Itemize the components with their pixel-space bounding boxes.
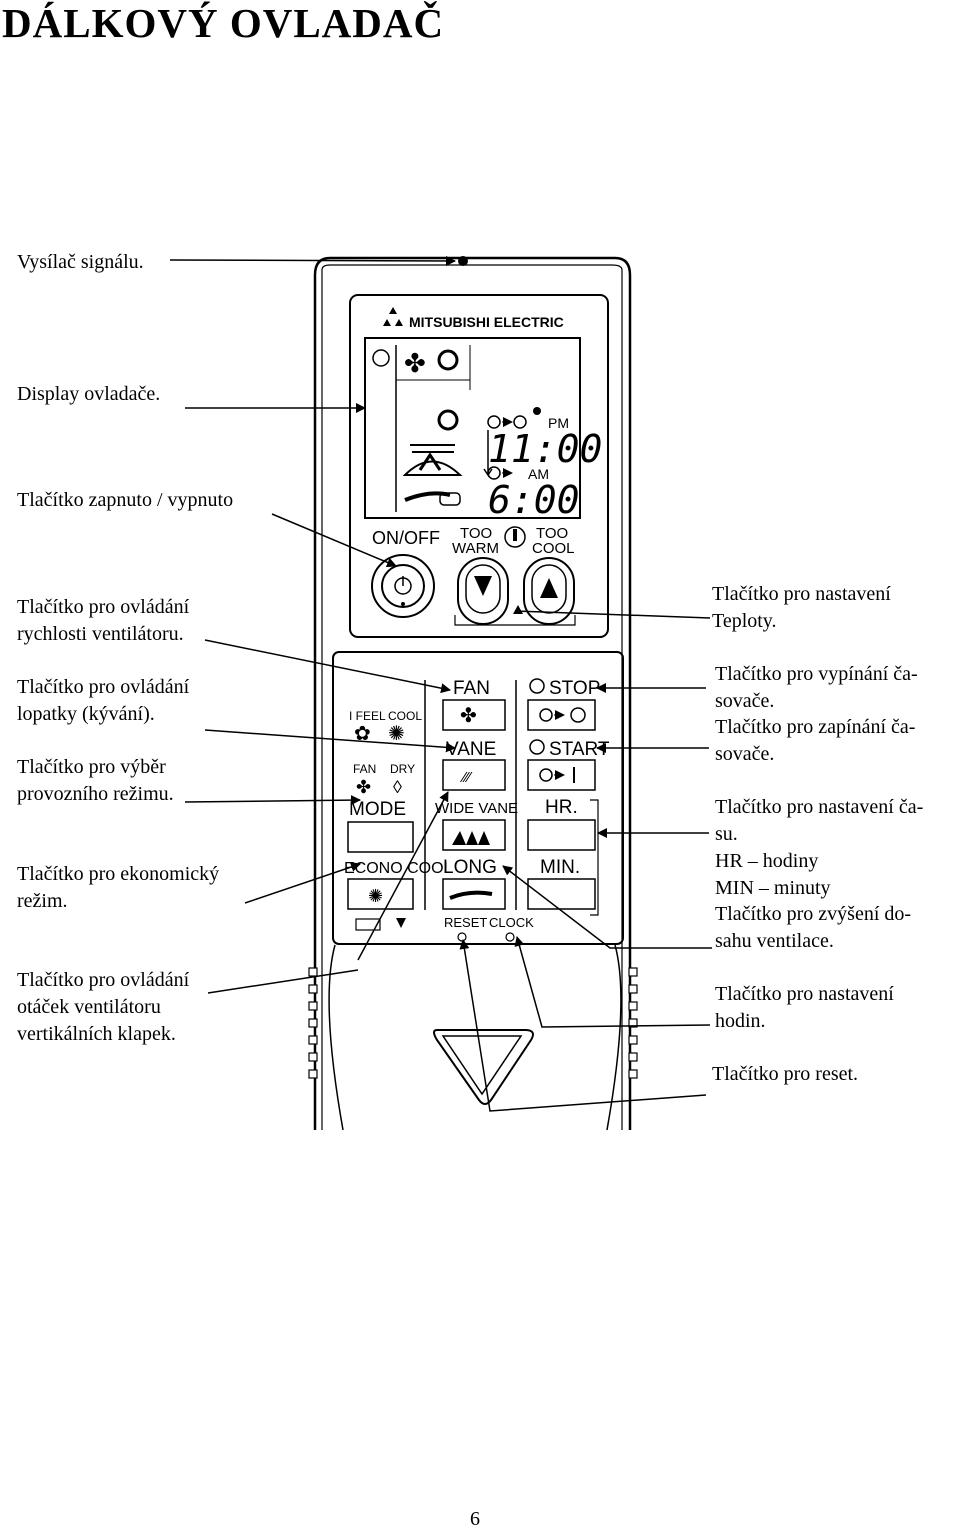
- svg-text:MIN.: MIN.: [540, 857, 580, 878]
- svg-text:◊: ◊: [393, 777, 402, 797]
- page-number: 6: [470, 1508, 480, 1530]
- svg-text:FAN: FAN: [353, 762, 376, 776]
- svg-text:CLOCK: CLOCK: [489, 915, 534, 930]
- svg-text:⁄⁄⁄: ⁄⁄⁄: [459, 769, 473, 786]
- svg-text:COOL: COOL: [388, 709, 422, 723]
- page-title: DÁLKOVÝ OVLADAČ: [2, 0, 445, 46]
- svg-text:✤: ✤: [356, 777, 371, 797]
- svg-text:ECONO COOL: ECONO COOL: [344, 860, 453, 877]
- label-on-off: Tlačítko zapnuto / vypnuto: [17, 489, 234, 511]
- svg-text:COOL: COOL: [532, 540, 575, 557]
- svg-text:✿: ✿: [354, 723, 371, 745]
- svg-text:✤: ✤: [460, 705, 477, 727]
- temp-down-button[interactable]: [457, 557, 509, 625]
- svg-text:MODE: MODE: [349, 799, 406, 820]
- svg-text:STOP: STOP: [549, 678, 600, 699]
- remote-body: [313, 256, 632, 1131]
- svg-text:WARM: WARM: [452, 540, 499, 557]
- svg-text:RESET: RESET: [444, 915, 487, 930]
- label-timer-stop: Tlačítko pro vypínání ča-sovače.: [715, 663, 918, 712]
- svg-text:START: START: [549, 739, 610, 760]
- label-display: Display ovladače.: [17, 383, 161, 405]
- side-grips: [308, 967, 638, 1079]
- lcd-timer: PM 11:00 AM 6:00: [487, 407, 602, 522]
- svg-text:I FEEL: I FEEL: [349, 709, 386, 723]
- svg-text:6:00: 6:00: [488, 478, 580, 522]
- svg-text:TOO: TOO: [460, 525, 492, 542]
- brand-logo: MITSUBISHI ELECTRIC: [383, 307, 564, 330]
- svg-text:PM: PM: [548, 415, 569, 431]
- svg-text:WIDE VANE: WIDE VANE: [435, 800, 518, 817]
- svg-text:ON/OFF: ON/OFF: [372, 528, 440, 548]
- lower-panel: I FEEL COOL ✿ ✺ FAN DRY ✤ ◊ MODE ECONO C…: [344, 678, 610, 942]
- temp-up-button[interactable]: [523, 557, 575, 625]
- transmitter-dot: [458, 256, 468, 266]
- label-transmitter: Vysílač signálu.: [17, 251, 144, 273]
- callout-lines: [169, 255, 712, 1112]
- label-reset: Tlačítko pro reset.: [712, 1063, 859, 1085]
- svg-text:11:00: 11:00: [488, 427, 602, 471]
- svg-text:✺: ✺: [368, 886, 383, 906]
- lcd-display: ✤: [364, 337, 581, 519]
- svg-text:✤: ✤: [404, 349, 426, 379]
- svg-text:FAN: FAN: [453, 678, 490, 699]
- svg-text:VANE: VANE: [446, 739, 496, 760]
- svg-text:LONG: LONG: [443, 857, 497, 878]
- svg-text:TOO: TOO: [536, 525, 568, 542]
- top-buttons: ON/OFF TOO WARM TOO COOL: [372, 525, 575, 557]
- label-long: Tlačítko pro zvýšení do-sahu ventilace.: [715, 903, 912, 952]
- svg-text:DRY: DRY: [390, 762, 415, 776]
- svg-text:AM: AM: [528, 466, 549, 482]
- on-off-button[interactable]: [371, 554, 435, 618]
- svg-text:HR.: HR.: [545, 797, 578, 818]
- svg-text:✺: ✺: [388, 723, 405, 745]
- svg-text:MITSUBISHI ELECTRIC: MITSUBISHI ELECTRIC: [409, 314, 564, 330]
- label-time-set: Tlačítko pro nastavení ča-su.HR – hodiny…: [715, 796, 924, 899]
- label-timer-start: Tlačítko pro zapínání ča-sovače.: [715, 716, 916, 765]
